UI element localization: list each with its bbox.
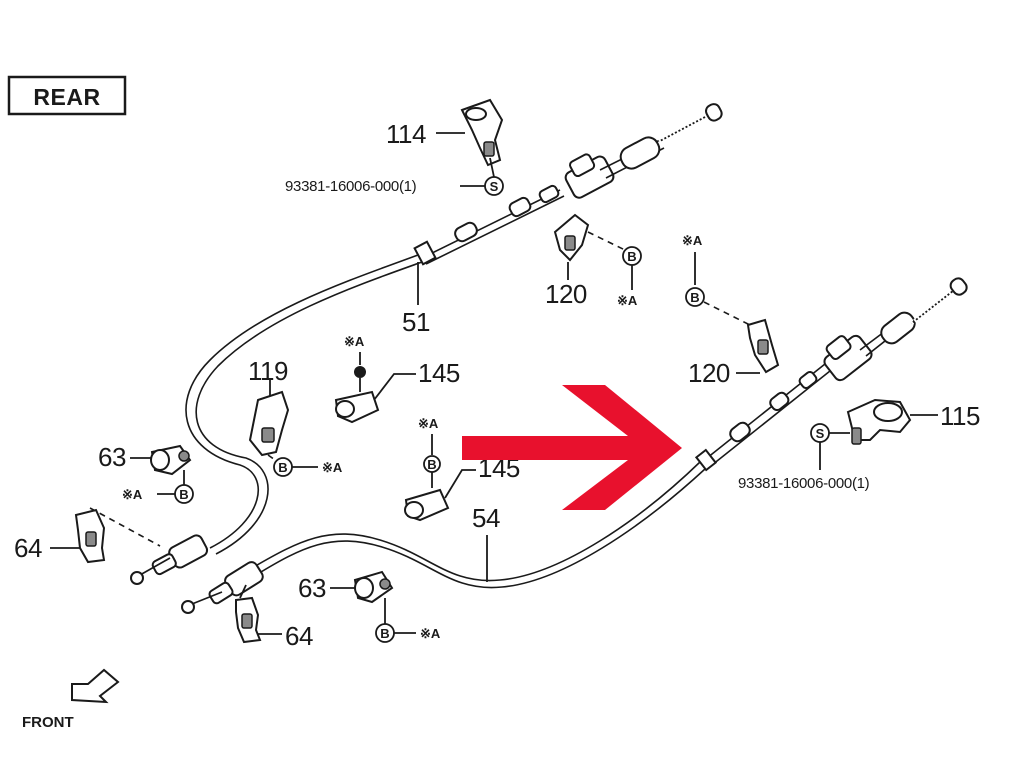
- part-number-119: 119: [248, 356, 288, 386]
- part-63-grommet-upper: B ※A: [122, 444, 194, 504]
- part-number-54: 54: [472, 503, 500, 533]
- red-arrow-icon: [462, 385, 682, 510]
- part-number-145-upper: 145: [418, 358, 460, 388]
- bolt-part-number-upper: 93381-16006-000(1): [285, 178, 417, 195]
- mark-a-120-upper: ※A: [617, 293, 638, 308]
- part-number-64-lower: 64: [285, 621, 313, 651]
- mark-s-upper: S: [490, 179, 499, 194]
- cable-51: [130, 103, 723, 585]
- part-145-clip-upper: ※A: [334, 334, 380, 424]
- part-number-51: 51: [402, 307, 430, 337]
- front-direction-arrow-icon: [71, 668, 120, 704]
- mark-a-145-lower: ※A: [418, 416, 439, 431]
- part-63-grommet-lower: B ※A: [353, 570, 441, 643]
- part-114-clamp: [460, 98, 504, 167]
- mark-b-119: B: [278, 460, 287, 475]
- part-119-bracket: B ※A: [248, 380, 343, 477]
- mark-b-120-upper: B: [627, 249, 636, 264]
- front-label: FRONT: [22, 714, 74, 731]
- mark-b-63-lower: B: [380, 626, 389, 641]
- part-number-114: 114: [386, 119, 426, 149]
- mark-b-145-lower: B: [427, 457, 436, 472]
- part-115-bracket: [846, 398, 912, 445]
- bolt-part-number-lower: 93381-16006-000(1): [738, 475, 870, 492]
- mark-a-63-lower: ※A: [420, 626, 441, 641]
- part-number-64-left: 64: [14, 533, 42, 563]
- mark-a-120-right: ※A: [682, 233, 703, 248]
- part-120-bracket-right: ※A B: [682, 233, 780, 374]
- part-64-bracket-left: [74, 507, 161, 564]
- mark-a-63-upper: ※A: [122, 487, 143, 502]
- part-number-63-upper: 63: [98, 442, 126, 472]
- part-number-63-lower: 63: [298, 573, 326, 603]
- part-number-120-upper: 120: [545, 279, 587, 309]
- part-number-120-right: 120: [688, 358, 730, 388]
- part-number-115: 115: [940, 401, 980, 431]
- rear-label: REAR: [33, 84, 100, 110]
- mark-s-lower: S: [816, 426, 825, 441]
- rear-label-box: REAR: [7, 75, 127, 116]
- mark-a-145-upper: ※A: [344, 334, 365, 349]
- cable-54: [181, 277, 968, 614]
- mark-b-120-right: B: [690, 290, 699, 305]
- mark-b-63-upper: B: [179, 487, 188, 502]
- part-145-clip-lower: ※A B: [404, 416, 450, 522]
- part-120-bracket-upper: B ※A: [553, 213, 642, 308]
- mark-a-119: ※A: [322, 460, 343, 475]
- part-64-bracket-lower: [235, 584, 262, 644]
